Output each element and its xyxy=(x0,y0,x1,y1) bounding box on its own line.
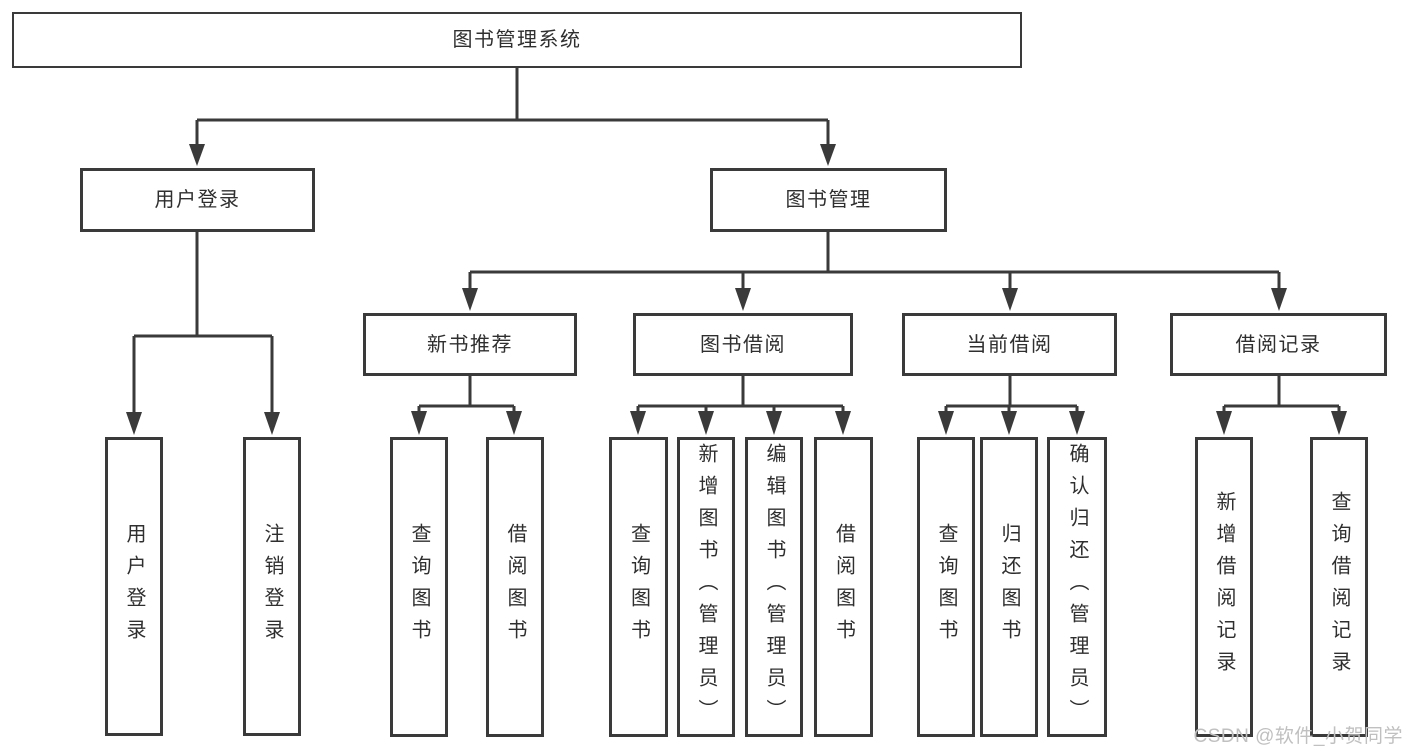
edge-line xyxy=(468,232,1281,290)
arrow-down-icon xyxy=(835,411,851,435)
arrow-down-icon xyxy=(189,144,205,166)
leaf-logout: 注销登录 xyxy=(243,437,301,736)
arrow-down-icon xyxy=(506,411,522,435)
edge-line xyxy=(944,376,1079,414)
edges-current-borrow-to-leaves xyxy=(938,376,1085,435)
arrow-down-icon xyxy=(1271,288,1287,311)
edge-line xyxy=(636,376,845,414)
arrow-down-icon xyxy=(735,288,751,311)
leaf-label: 新增图书（管理员） xyxy=(695,443,717,731)
edge-line xyxy=(195,68,830,146)
edges-borrow-records-to-leaves xyxy=(1216,376,1347,435)
leaf-query-books-recommend: 查询图书 xyxy=(390,437,448,737)
leaf-query-books-borrow: 查询图书 xyxy=(609,437,668,737)
node-current-borrow: 当前借阅 xyxy=(902,313,1117,376)
arrow-down-icon xyxy=(1069,411,1085,435)
node-label: 图书管理系统 xyxy=(452,29,582,51)
node-label: 用户登录 xyxy=(154,189,241,211)
edges-new-book-recommend-to-leaves xyxy=(411,376,522,435)
edges-book-borrow-to-leaves xyxy=(630,376,851,435)
leaf-return-books: 归还图书 xyxy=(980,437,1038,737)
arrow-down-icon xyxy=(630,411,646,435)
arrow-down-icon xyxy=(126,412,142,435)
edges-book-management-to-level3 xyxy=(462,232,1287,311)
arrow-down-icon xyxy=(264,412,280,435)
edge-line xyxy=(1222,376,1341,414)
leaf-borrow-books: 借阅图书 xyxy=(814,437,873,737)
arrow-down-icon xyxy=(766,411,782,435)
node-label: 图书借阅 xyxy=(700,333,786,356)
node-root-book-management-system: 图书管理系统 xyxy=(12,12,1022,68)
leaf-confirm-return-admin: 确认归还（管理员） xyxy=(1047,437,1107,737)
node-book-management: 图书管理 xyxy=(710,168,947,232)
leaf-label: 查询图书 xyxy=(408,523,430,651)
leaf-label: 查询图书 xyxy=(935,523,957,651)
node-new-book-recommend: 新书推荐 xyxy=(363,313,577,376)
node-label: 借阅记录 xyxy=(1235,333,1322,356)
arrow-down-icon xyxy=(938,411,954,435)
leaf-edit-books-admin: 编辑图书（管理员） xyxy=(745,437,803,737)
arrow-down-icon xyxy=(1331,411,1347,435)
leaf-label: 借阅图书 xyxy=(832,523,855,651)
leaf-label: 新增借阅记录 xyxy=(1213,491,1235,683)
arrow-down-icon xyxy=(462,288,478,311)
leaf-add-borrow-record: 新增借阅记录 xyxy=(1195,437,1253,737)
arrow-down-icon xyxy=(411,411,427,435)
node-label: 当前借阅 xyxy=(966,333,1053,356)
edge-line xyxy=(132,232,274,414)
arrow-down-icon xyxy=(1216,411,1232,435)
edge-line xyxy=(417,376,516,414)
node-book-borrow: 图书借阅 xyxy=(633,313,853,376)
node-label: 图书管理 xyxy=(785,189,872,211)
leaf-label: 查询借阅记录 xyxy=(1328,491,1350,683)
leaf-label: 归还图书 xyxy=(998,523,1020,651)
watermark: CSDN @软件_小贺同学 xyxy=(1193,726,1403,747)
leaf-label: 注销登录 xyxy=(261,522,283,651)
leaf-label: 查询图书 xyxy=(627,523,650,651)
leaf-borrow-books-recommend: 借阅图书 xyxy=(486,437,544,737)
leaf-query-books-current: 查询图书 xyxy=(917,437,975,737)
leaf-user-login: 用户登录 xyxy=(105,437,163,736)
leaf-add-books-admin: 新增图书（管理员） xyxy=(677,437,735,737)
node-label: 新书推荐 xyxy=(427,333,513,356)
arrow-down-icon xyxy=(698,411,714,435)
arrow-down-icon xyxy=(820,144,836,166)
leaf-query-borrow-record: 查询借阅记录 xyxy=(1310,437,1368,737)
arrow-down-icon xyxy=(1001,411,1017,435)
leaf-label: 确认归还（管理员） xyxy=(1066,443,1088,731)
node-user-login: 用户登录 xyxy=(80,168,315,232)
leaf-label: 编辑图书（管理员） xyxy=(763,443,785,731)
arrow-down-icon xyxy=(1002,288,1018,311)
edges-root-to-level2 xyxy=(189,68,836,166)
edges-user-login-to-leaves xyxy=(126,232,280,435)
leaf-label: 用户登录 xyxy=(123,522,145,651)
node-borrow-records: 借阅记录 xyxy=(1170,313,1387,376)
leaf-label: 借阅图书 xyxy=(504,523,526,651)
